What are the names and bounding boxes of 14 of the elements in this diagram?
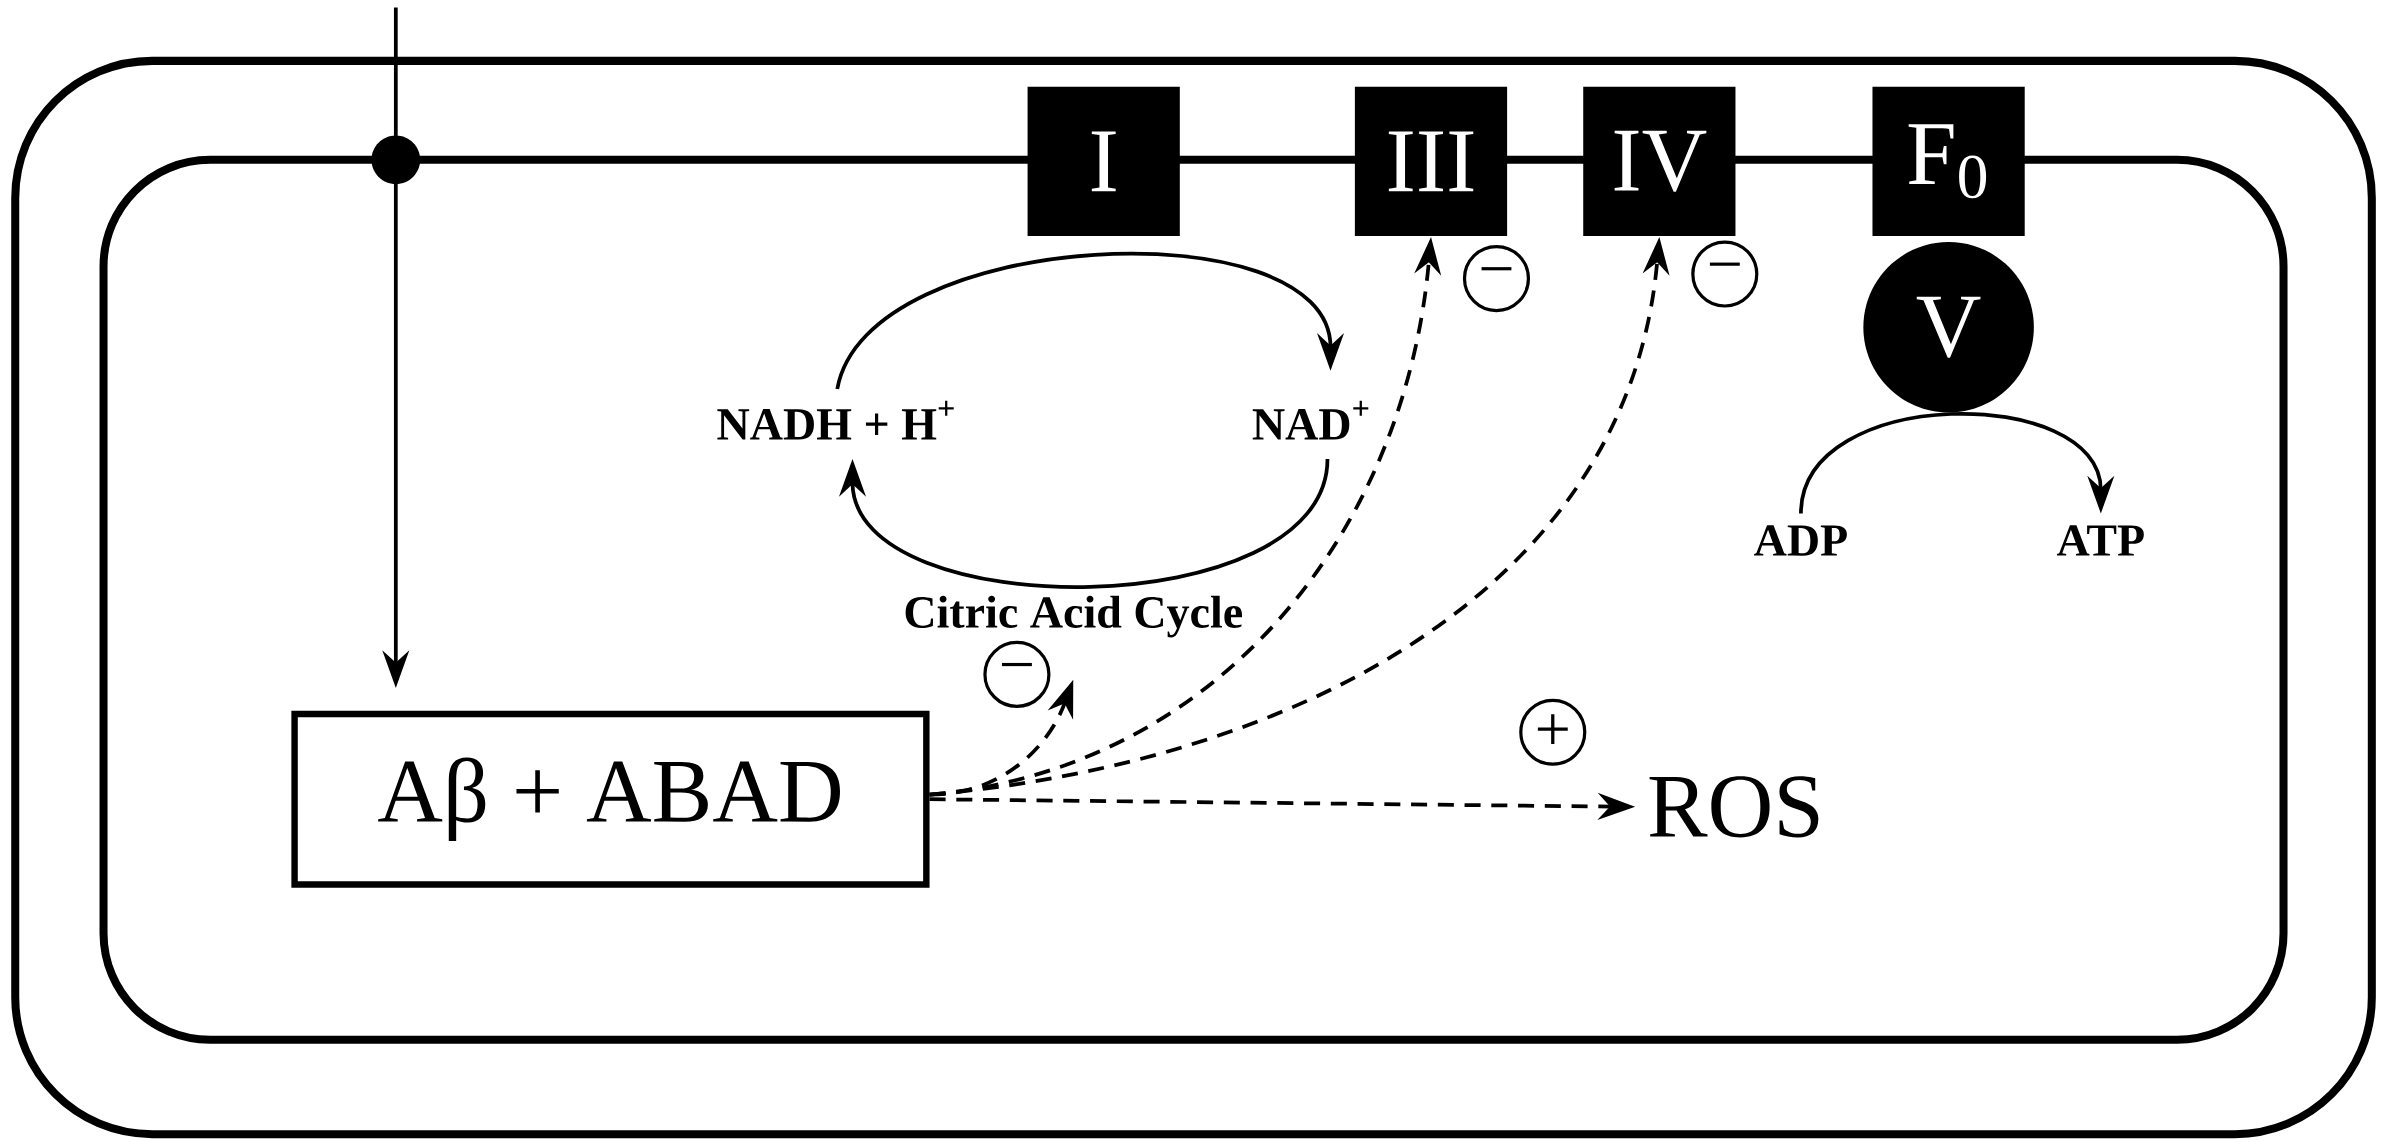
metabolite-label: NAD$^{+}$ <box>1252 400 1369 440</box>
arrow <box>835 252 1345 390</box>
product-label: ROS <box>1649 776 1819 838</box>
arrow <box>1799 412 2115 514</box>
complex-box: I <box>1027 86 1180 237</box>
arrow <box>838 458 1330 589</box>
metabolite-label: ADP <box>1754 525 1847 556</box>
complex-box: III <box>1354 86 1508 237</box>
complex-box: F$_{0}$ <box>1872 86 2025 237</box>
protein-box: Aβ + ABAD <box>291 710 930 888</box>
pathway-label: Citric Acid Cycle <box>905 595 1242 638</box>
metabolite-label: NADH + H$^{+}$ <box>717 400 954 440</box>
complex-box: IV <box>1583 86 1736 237</box>
metabolite-label: ATP <box>2056 525 2144 556</box>
